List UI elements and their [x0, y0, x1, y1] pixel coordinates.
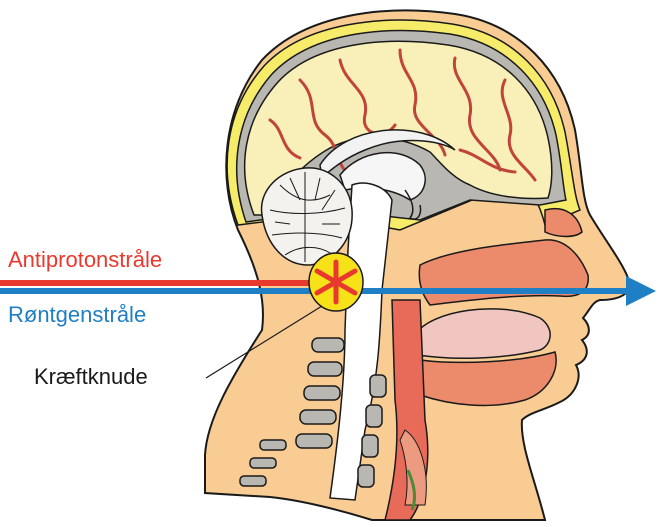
arrow-right-icon: [626, 276, 656, 306]
antiproton-beam-label: Antiprotonstråle: [8, 247, 162, 272]
tumor-label: Kræftknude: [34, 364, 148, 389]
tumor: [309, 253, 363, 311]
xray-beam-label: Røntgenstråle: [8, 302, 146, 327]
head-anatomy: [205, 10, 630, 520]
